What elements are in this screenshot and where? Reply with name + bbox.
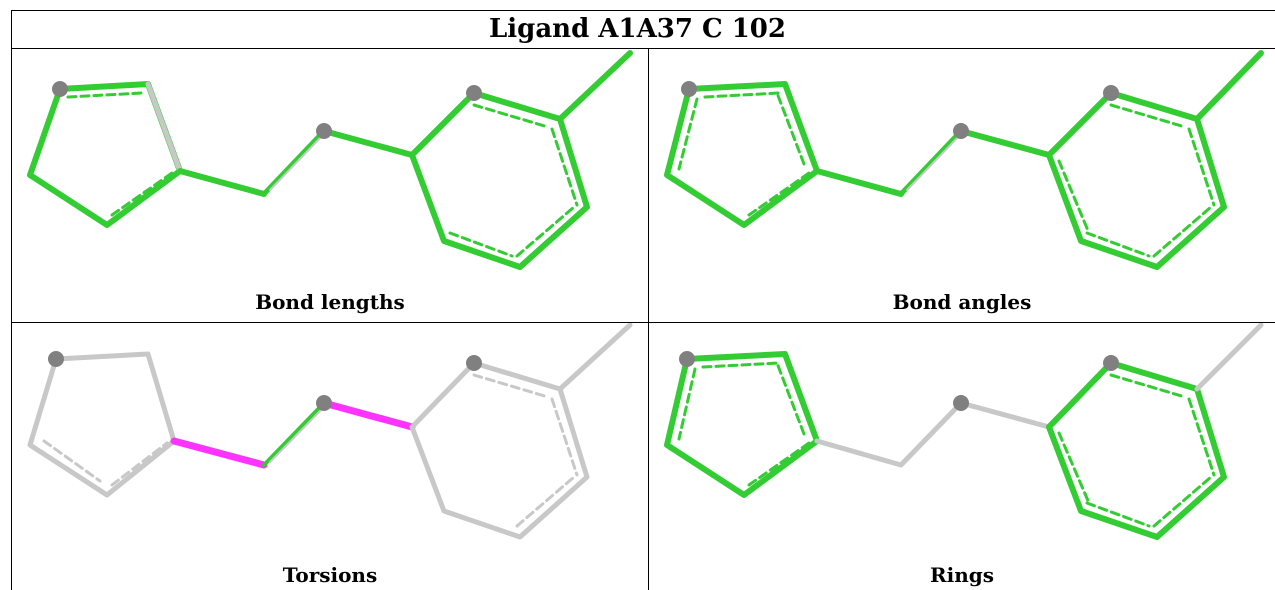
table-left-border [11,10,12,590]
caption-bond-lengths: Bond lengths [255,290,405,314]
molecule-bond-angles [664,50,1264,270]
row-divider [11,322,1275,323]
panel-torsions: Torsions [12,323,648,590]
molecule-torsions [27,323,633,540]
panel-bond-angles: Bond angles [649,49,1275,322]
caption-torsions: Torsions [282,563,378,587]
molecule-rings [664,323,1264,540]
table-top-border [11,10,1275,11]
panel-rings: Rings [649,323,1275,590]
caption-rings: Rings [929,563,994,587]
title-bottom-border [11,48,1275,49]
column-divider [648,48,649,590]
molecule-bond-lengths [27,50,633,270]
panel-bond-lengths: Bond lengths [12,49,648,322]
ligand-title: Ligand A1A37 C 102 [488,14,786,44]
caption-bond-angles: Bond angles [892,290,1032,314]
